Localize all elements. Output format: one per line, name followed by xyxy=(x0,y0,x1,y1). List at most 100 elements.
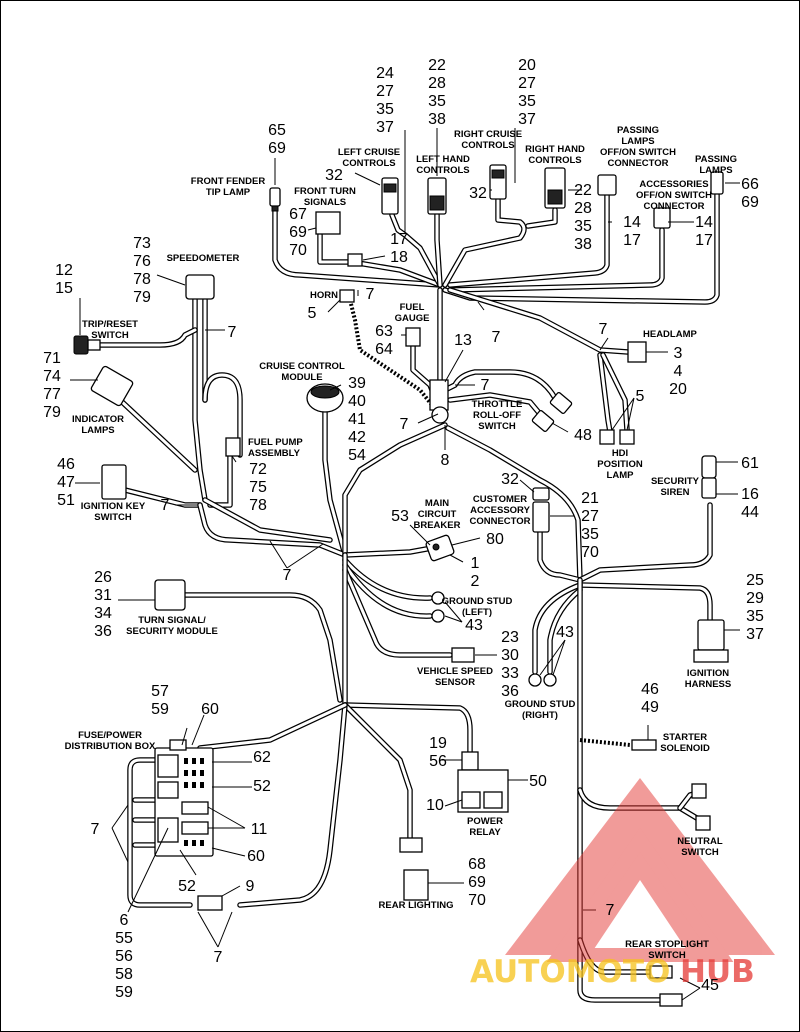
callout-line: 14 xyxy=(623,214,641,231)
label-line: INDICATOR xyxy=(72,414,124,425)
speedometer-connector xyxy=(185,274,215,300)
callout-line: 33 xyxy=(501,665,519,682)
callout-line: 26 xyxy=(94,569,112,586)
label-line: SECURITY xyxy=(651,476,700,487)
fuse-slots xyxy=(184,758,204,846)
label-line: SWITCH xyxy=(648,950,686,961)
callout-line: 59 xyxy=(151,701,169,718)
power-relay-socket-b xyxy=(483,791,503,809)
callout-c-7-bottom: 7 xyxy=(214,949,223,966)
callout-line: 20 xyxy=(669,381,687,398)
security-siren-connector xyxy=(701,477,717,499)
callout-line: 75 xyxy=(249,479,267,496)
callout-line: 7 xyxy=(161,497,170,514)
label-line: CONTROLS xyxy=(416,165,469,176)
callout-line: 46 xyxy=(641,681,659,698)
callout-line: 61 xyxy=(741,455,759,472)
callout-line: 65 xyxy=(268,122,286,139)
callout-line: 70 xyxy=(289,242,307,259)
callout-line: 35 xyxy=(428,93,446,110)
label-line: DISTRIBUTION BOX xyxy=(65,741,156,752)
fuse-relay-5 xyxy=(181,821,209,835)
label-line: LAMPS xyxy=(621,136,654,147)
label-line: POSITION xyxy=(597,459,643,470)
callout-line: 6 xyxy=(120,912,129,929)
ground-stud-right-ring-b xyxy=(543,673,557,687)
hdi-position-lamp-connector-a xyxy=(599,429,615,445)
callout-line: 5 xyxy=(636,388,645,405)
callout-line: 15 xyxy=(55,280,73,297)
callout-line: 72 xyxy=(249,461,267,478)
watermark-text-right: HUB xyxy=(680,954,755,990)
connector-latch xyxy=(383,183,397,193)
callout-c-50: 50 xyxy=(529,773,547,790)
callout-line: 10 xyxy=(426,797,444,814)
label-line: CRUISE CONTROL xyxy=(259,361,345,372)
label-line: GROUND STUD xyxy=(442,596,513,607)
label-line: SECURITY MODULE xyxy=(126,626,218,637)
callout-line: 76 xyxy=(133,253,151,270)
callout-line: 7 xyxy=(214,949,223,966)
label-line: MODULE xyxy=(281,372,322,383)
horn-connector xyxy=(339,289,355,303)
rear-lighting-connector-a xyxy=(399,837,423,853)
label-line: SWITCH xyxy=(478,421,516,432)
callout-line: 35 xyxy=(581,526,599,543)
inline-connector xyxy=(347,253,363,267)
label-line: ROLL-OFF xyxy=(473,410,521,421)
main-circuit-breaker-body xyxy=(425,534,455,562)
callout-c-62: 62 xyxy=(253,749,271,766)
callout-c-7-ignition: 7 xyxy=(161,497,170,514)
callout-line: 64 xyxy=(375,341,393,358)
label-line: SWITCH xyxy=(91,330,129,341)
label-line: HDI xyxy=(612,448,628,459)
passing-lamps-switch-connector xyxy=(597,174,617,196)
callout-line: 70 xyxy=(468,892,486,909)
callout-line: 50 xyxy=(529,773,547,790)
callout-c-5-hdi: 5 xyxy=(636,388,645,405)
callout-line: 52 xyxy=(178,878,196,895)
callout-line: 39 xyxy=(348,375,366,392)
label-line: IGNITION xyxy=(687,668,729,679)
callout-line: 70 xyxy=(581,544,599,561)
connector-latch xyxy=(429,195,445,211)
fuel-gauge-connector xyxy=(405,327,421,347)
callout-line: 69 xyxy=(289,224,307,241)
callout-line: 37 xyxy=(746,626,764,643)
label-line: ACCESSORIES xyxy=(639,179,708,190)
trip-reset-switch-body xyxy=(73,335,89,355)
callout-line: 58 xyxy=(115,966,133,983)
label-line: HEADLAMP xyxy=(643,329,697,340)
callout-line: 27 xyxy=(376,83,394,100)
callout-line: 77 xyxy=(43,386,61,403)
label-line: PASSING xyxy=(695,154,737,165)
callout-c-80: 80 xyxy=(486,531,504,548)
callout-line: 21 xyxy=(581,490,599,507)
callout-line: 18 xyxy=(390,249,408,266)
leader-lines xyxy=(70,128,740,1001)
power-relay-connector xyxy=(461,751,479,771)
callout-c-52-top: 52 xyxy=(253,778,271,795)
ignition-harness-connector xyxy=(697,619,725,651)
callout-line: 7 xyxy=(481,377,490,394)
